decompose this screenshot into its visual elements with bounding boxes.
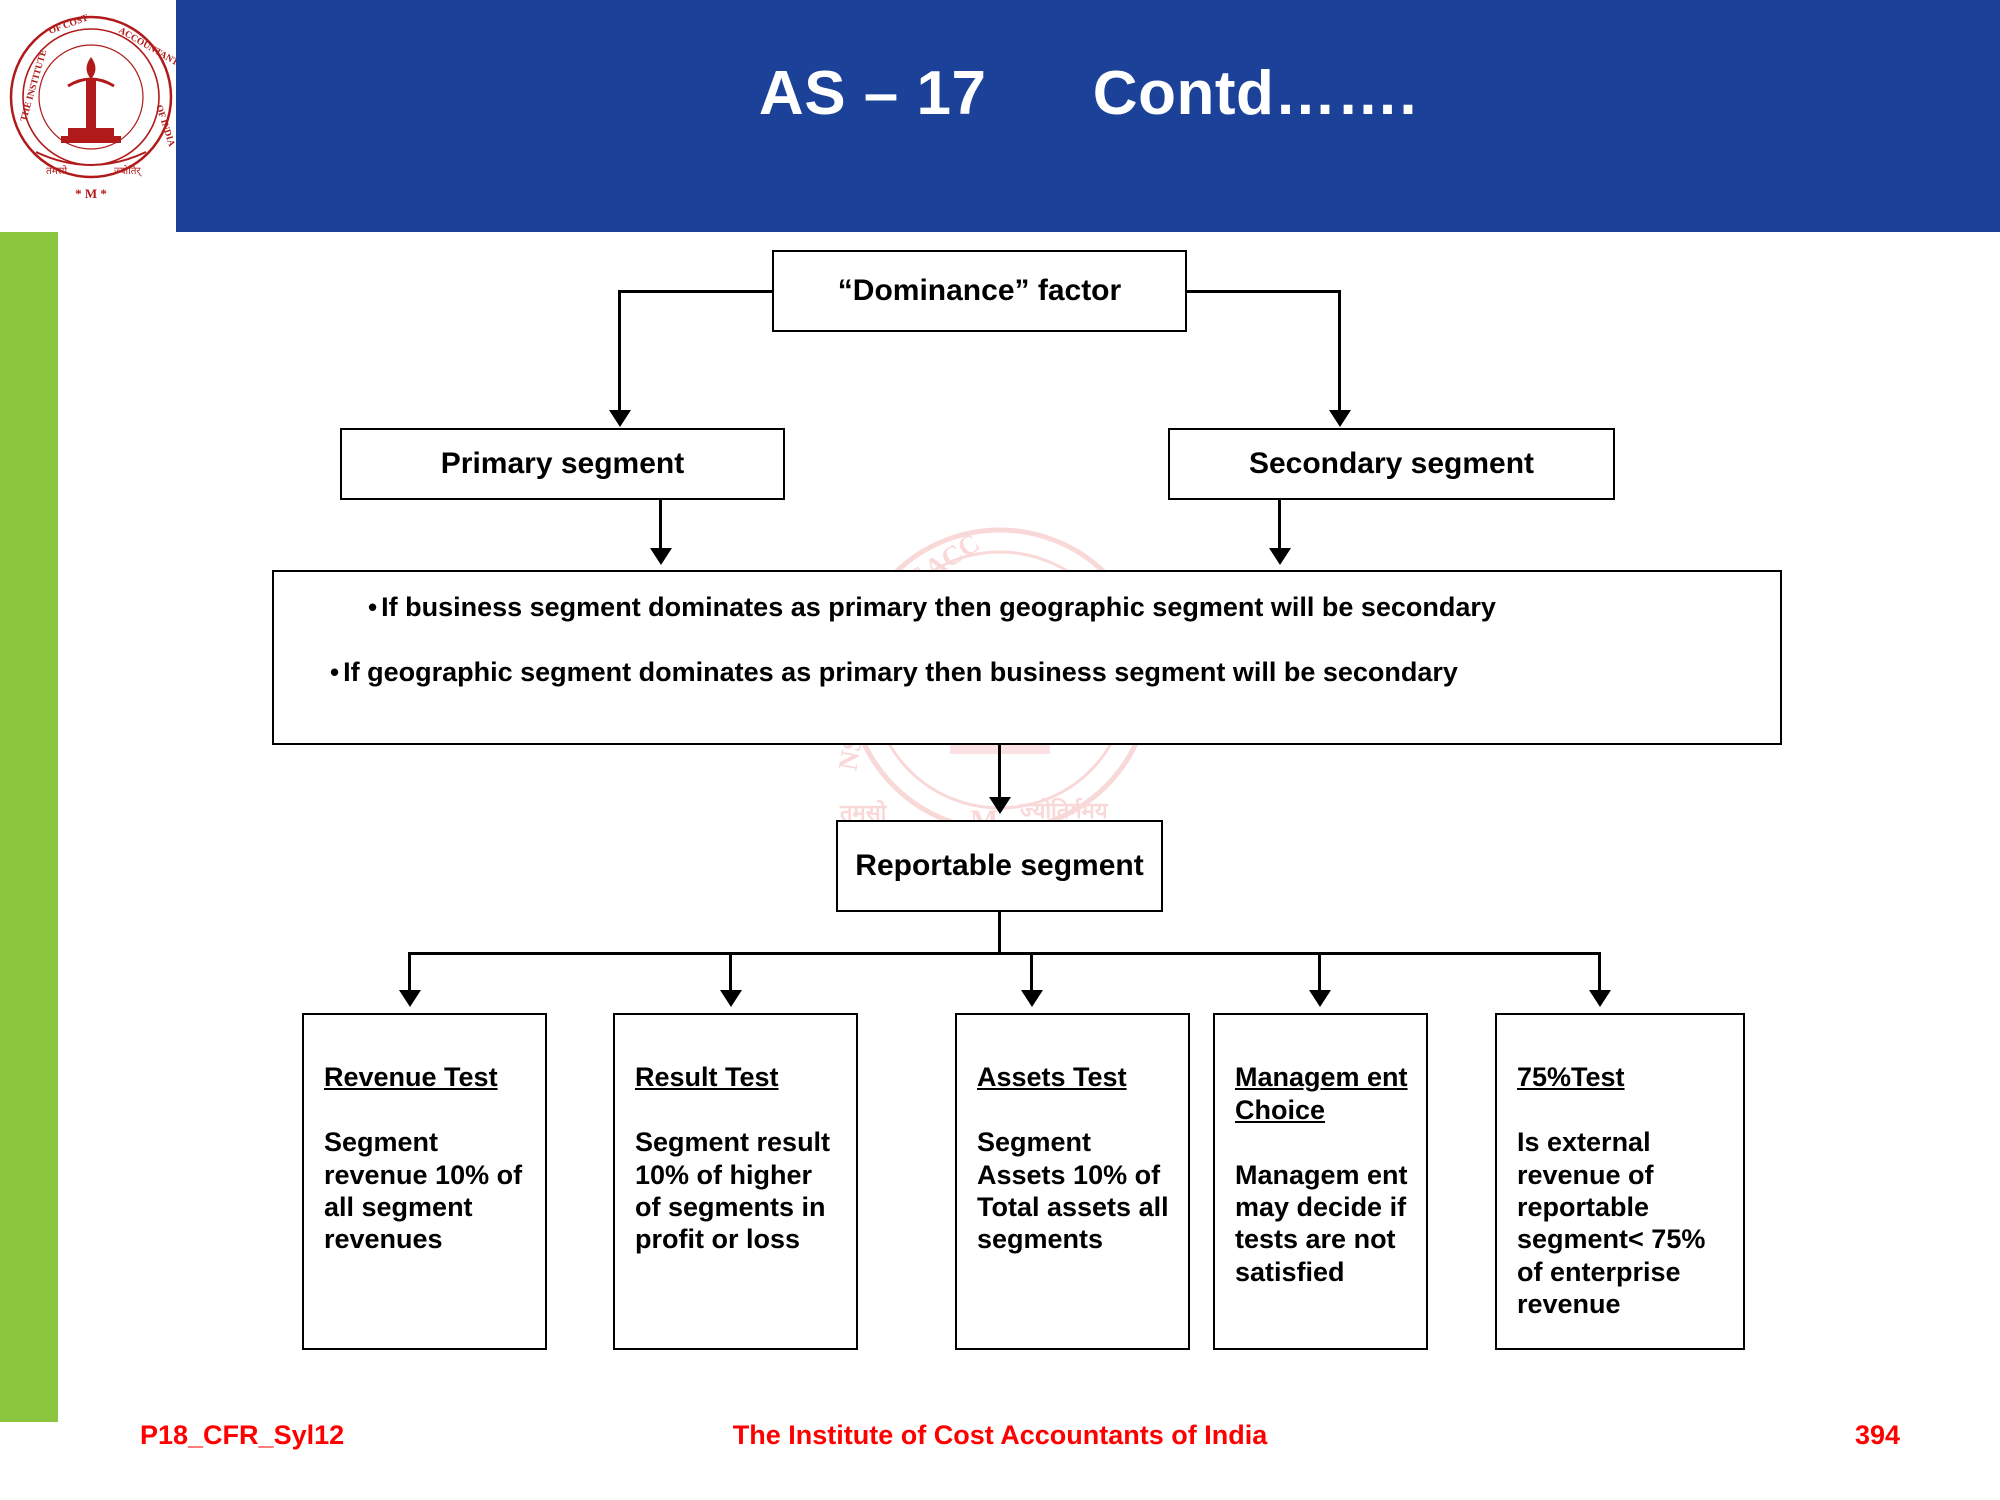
box-management-choice: Managem ent Choice Managem ent may decid… [1213, 1013, 1428, 1350]
box-assets-test: Assets Test Segment Assets 10% of Total … [955, 1013, 1190, 1350]
node-dominance: “Dominance” factor [772, 250, 1187, 332]
connector-bullets-to-reportable [998, 745, 1001, 801]
page-title: AS – 17 Contd……. [758, 59, 1418, 128]
node-primary-segment: Primary segment [340, 428, 785, 500]
svg-text:तमसो: तमसो [46, 165, 67, 177]
header-bar [176, 0, 2000, 232]
arrowhead-secondary-to-bullets [1269, 548, 1291, 565]
connector-drop-75 [1598, 952, 1601, 994]
svg-text:* M *: * M * [75, 186, 107, 201]
arrowhead-primary-to-bullets [650, 548, 672, 565]
footer-subject-code: P18_CFR_Syl12 [140, 1420, 345, 1450]
box-result-test-title: Result Test [635, 1062, 779, 1093]
box-75-test: 75%Test Is external revenue of reportabl… [1495, 1013, 1745, 1350]
footer-page-number: 394 [1854, 1420, 1900, 1450]
connector-dominance-right-down [1338, 290, 1341, 415]
arrowhead-assets-test [1021, 990, 1043, 1007]
node-secondary-segment: Secondary segment [1168, 428, 1615, 500]
connector-fanout-bus [408, 952, 1601, 955]
box-75-test-body: Is external revenue of reportable segmen… [1517, 1127, 1706, 1320]
arrowhead-revenue-test [399, 990, 421, 1007]
bullet-primary-business: If business segment dominates as primary… [300, 590, 1754, 625]
connector-drop-assets [1030, 952, 1033, 994]
connector-drop-management [1318, 952, 1321, 994]
footer-institute-name: The Institute of Cost Accountants of Ind… [732, 1420, 1268, 1450]
svg-text:ज्योतिर्: ज्योतिर् [114, 165, 142, 177]
bullet-primary-geographic: If geographic segment dominates as prima… [300, 655, 1754, 690]
connector-reportable-down [998, 912, 1001, 954]
arrowhead-management-choice [1309, 990, 1331, 1007]
left-accent-stripe [0, 232, 58, 1422]
connector-primary-down [659, 500, 662, 552]
connector-secondary-down [1278, 500, 1281, 552]
institute-logo: * M * THE INSTITUTE OF COST ACCOUNTANTS … [6, 2, 176, 230]
box-assets-test-body: Segment Assets 10% of Total assets all s… [977, 1127, 1169, 1255]
arrowhead-75-test [1589, 990, 1611, 1007]
box-management-choice-body: Managem ent may decide if tests are not … [1235, 1159, 1408, 1287]
box-revenue-test-title: Revenue Test [324, 1062, 498, 1093]
connector-dominance-horizontal-right [1185, 290, 1341, 293]
arrowhead-result-test [720, 990, 742, 1007]
arrowhead-to-reportable [989, 797, 1011, 814]
bullets-box: If business segment dominates as primary… [272, 570, 1782, 745]
box-result-test: Result Test Segment result 10% of higher… [613, 1013, 858, 1350]
connector-drop-revenue [408, 952, 411, 994]
arrowhead-to-primary [609, 410, 631, 427]
box-revenue-test-body: Segment revenue 10% of all segment reven… [324, 1127, 523, 1255]
node-reportable-segment: Reportable segment [836, 820, 1163, 912]
box-management-choice-title: Managem ent Choice [1235, 1062, 1408, 1125]
box-assets-test-title: Assets Test [977, 1062, 1127, 1093]
connector-dominance-left-down [618, 290, 621, 415]
box-result-test-body: Segment result 10% of higher of segments… [635, 1127, 831, 1255]
box-75-test-title: 75%Test [1517, 1062, 1625, 1093]
svg-text:ACCOUNTANTS: ACCOUNTANTS [117, 26, 177, 71]
box-revenue-test: Revenue Test Segment revenue 10% of all … [302, 1013, 547, 1350]
arrowhead-to-secondary [1329, 410, 1351, 427]
connector-drop-result [729, 952, 732, 994]
connector-dominance-horizontal [618, 290, 775, 293]
